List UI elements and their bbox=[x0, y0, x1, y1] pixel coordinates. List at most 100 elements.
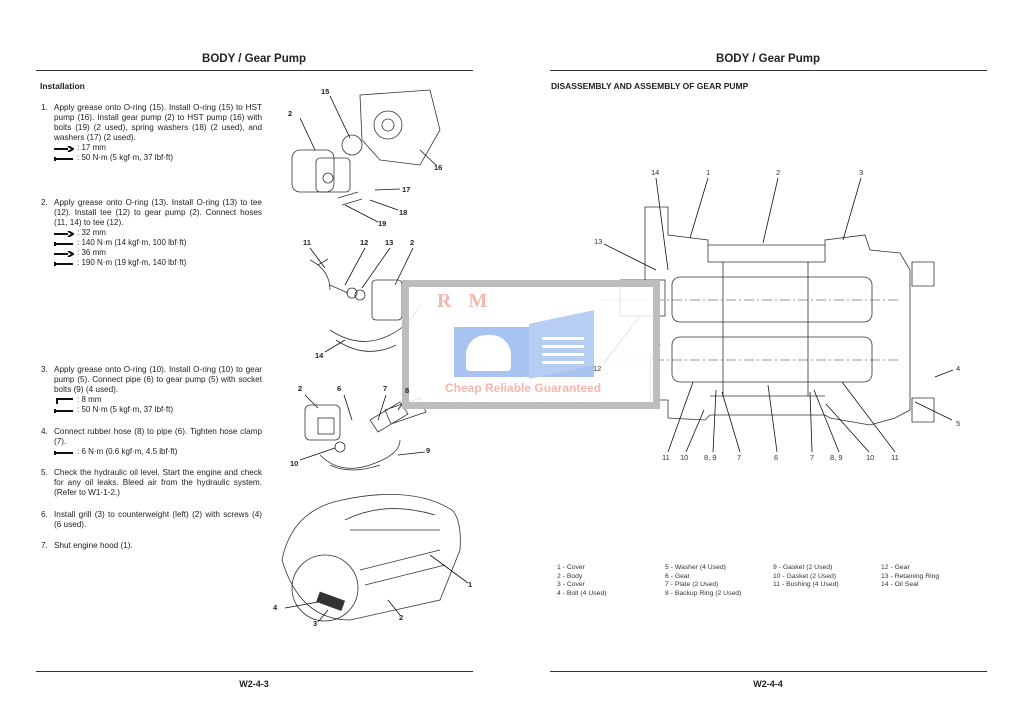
step-number: 1. bbox=[41, 103, 48, 112]
callout: 2 bbox=[399, 613, 404, 622]
legend-item: 6 - Gear bbox=[665, 572, 690, 580]
callout: 3 bbox=[859, 168, 864, 177]
section-title-disassembly: DISASSEMBLY AND ASSEMBLY OF GEAR PUMP bbox=[551, 81, 749, 91]
legend-item: 4 - Bolt (4 Used) bbox=[557, 589, 607, 597]
legend-column: 5 - Washer (4 Used) 6 - Gear 7 - Plate (… bbox=[665, 564, 741, 598]
callout: 3 bbox=[313, 619, 318, 628]
torque-wrench-icon bbox=[54, 155, 74, 161]
callout: 14 bbox=[315, 351, 324, 360]
callout: 18 bbox=[399, 208, 408, 217]
step-text: Apply grease onto O-ring (10). Install O… bbox=[54, 365, 262, 394]
callout: 4 bbox=[273, 603, 278, 612]
callout: 12 bbox=[360, 238, 369, 247]
step-text: Connect rubber hose (8) to pipe (6). Tig… bbox=[54, 427, 262, 446]
watermark-tagline: Cheap Reliable Guaranteed bbox=[445, 381, 602, 395]
callout: 16 bbox=[434, 163, 443, 172]
wrench-icon bbox=[54, 230, 75, 238]
legend-column: 12 - Gear 13 - Retaining Ring 14 - Oil S… bbox=[881, 564, 939, 590]
callout: 8, 9 bbox=[704, 453, 717, 462]
callout: 17 bbox=[402, 185, 411, 194]
spec-value: : 140 N·m (14 kgf·m, 100 lbf·ft) bbox=[77, 238, 187, 247]
spec-value: : 36 mm bbox=[77, 248, 106, 257]
callout: 6 bbox=[774, 453, 779, 462]
callout: 7 bbox=[383, 384, 388, 393]
section-title-installation: Installation bbox=[40, 81, 85, 91]
spec-line: : 50 N·m (5 kgf·m, 37 lbf·ft) bbox=[54, 153, 262, 163]
watermark-logo-text: R M bbox=[437, 290, 494, 312]
callout: 13 bbox=[385, 238, 394, 247]
figure-1-gear-pump-hst bbox=[291, 89, 441, 223]
legend-item: 10 - Gasket (2 Used) bbox=[773, 572, 837, 580]
spec-line: : 6 N·m (0.6 kgf·m, 4.5 lbf·ft) bbox=[54, 447, 262, 457]
step-7: 7. Shut engine hood (1). bbox=[41, 541, 262, 551]
step-text: Install grill (3) to counterweight (left… bbox=[54, 510, 262, 529]
legend-item: 3 - Cover bbox=[557, 581, 585, 589]
step-3: 3. Apply grease onto O-ring (10). Instal… bbox=[41, 365, 262, 415]
spec-line: : 190 N·m (19 kgf·m, 140 lbf·ft) bbox=[54, 258, 262, 268]
torque-wrench-icon bbox=[54, 240, 74, 246]
callout: 7 bbox=[810, 453, 815, 462]
right-page-number: W2-4-4 bbox=[753, 679, 783, 689]
step-2: 2. Apply grease onto O-ring (13). Instal… bbox=[41, 198, 262, 268]
spec-line: : 32 mm bbox=[54, 228, 262, 238]
wrench-icon bbox=[54, 145, 75, 153]
callout: 1 bbox=[468, 580, 473, 589]
callout: 15 bbox=[321, 87, 330, 96]
footer-rule bbox=[550, 671, 987, 672]
step-number: 2. bbox=[41, 198, 48, 207]
step-number: 3. bbox=[41, 365, 48, 374]
callout: 10 bbox=[290, 459, 299, 468]
spec-line: : 140 N·m (14 kgf·m, 100 lbf·ft) bbox=[54, 238, 262, 248]
torque-wrench-icon bbox=[54, 260, 74, 266]
header-rule bbox=[36, 70, 473, 71]
callout: 14 bbox=[651, 168, 660, 177]
callout: 13 bbox=[594, 237, 603, 246]
callout: 1 bbox=[706, 168, 711, 177]
spec-value: : 17 mm bbox=[77, 143, 106, 152]
step-number: 5. bbox=[41, 468, 48, 477]
step-1: 1. Apply grease onto O-ring (15). Instal… bbox=[41, 103, 262, 163]
step-text: Apply grease onto O-ring (13). Install O… bbox=[54, 198, 262, 227]
callout: 12 bbox=[593, 364, 602, 373]
spec-line: : 17 mm bbox=[54, 143, 262, 153]
right-page-header: BODY / Gear Pump bbox=[716, 53, 820, 65]
callout: 10 bbox=[680, 453, 689, 462]
callout: 11 bbox=[891, 453, 899, 462]
spec-value: : 50 N·m (5 kgf·m, 37 lbf·ft) bbox=[77, 405, 174, 414]
legend-item: 11 - Bushing (4 Used) bbox=[773, 581, 839, 589]
callout: 11 bbox=[662, 453, 670, 462]
callout: 10 bbox=[866, 453, 875, 462]
step-6: 6. Install grill (3) to counterweight (l… bbox=[41, 510, 262, 530]
spec-value: : 8 mm bbox=[77, 395, 102, 404]
step-text: Apply grease onto O-ring (15). Install O… bbox=[54, 103, 262, 142]
footer-rule bbox=[36, 671, 473, 672]
torque-wrench-icon bbox=[54, 449, 74, 455]
step-4: 4. Connect rubber hose (8) to pipe (6). … bbox=[41, 427, 262, 457]
legend-item: 7 - Plate (2 Used) bbox=[665, 581, 719, 589]
spec-value: : 6 N·m (0.6 kgf·m, 4.5 lbf·ft) bbox=[77, 447, 178, 456]
legend-item: 14 - Oil Seal bbox=[881, 581, 919, 589]
left-page-number: W2-4-3 bbox=[239, 679, 269, 689]
step-number: 6. bbox=[41, 510, 48, 519]
callout: 2 bbox=[298, 384, 303, 393]
hex-key-icon bbox=[54, 397, 74, 404]
figure-4-counterweight-hood bbox=[281, 493, 469, 623]
legend-column: 1 - Cover 2 - Body 3 - Cover 4 - Bolt (4… bbox=[557, 564, 606, 598]
legend-column: 9 - Gasket (2 Used) 10 - Gasket (2 Used)… bbox=[773, 564, 839, 590]
spec-line: : 36 mm bbox=[54, 248, 262, 258]
step-text: Check the hydraulic oil level. Start the… bbox=[54, 468, 262, 497]
legend-item: 5 - Washer (4 Used) bbox=[665, 564, 726, 571]
spec-value: : 32 mm bbox=[77, 228, 106, 237]
step-number: 4. bbox=[41, 427, 48, 436]
spec-line: : 50 N·m (5 kgf·m, 37 lbf·ft) bbox=[54, 405, 262, 415]
callout: 6 bbox=[337, 384, 342, 393]
wrench-icon bbox=[54, 250, 75, 258]
legend-item: 9 - Gasket (2 Used) bbox=[773, 564, 833, 571]
callout: 2 bbox=[288, 109, 293, 118]
callout: 9 bbox=[426, 446, 431, 455]
legend-item: 2 - Body bbox=[557, 572, 583, 580]
step-number: 7. bbox=[41, 541, 48, 550]
torque-wrench-icon bbox=[54, 407, 74, 413]
callout: 5 bbox=[956, 419, 961, 428]
watermark-logo-icon bbox=[454, 310, 604, 379]
